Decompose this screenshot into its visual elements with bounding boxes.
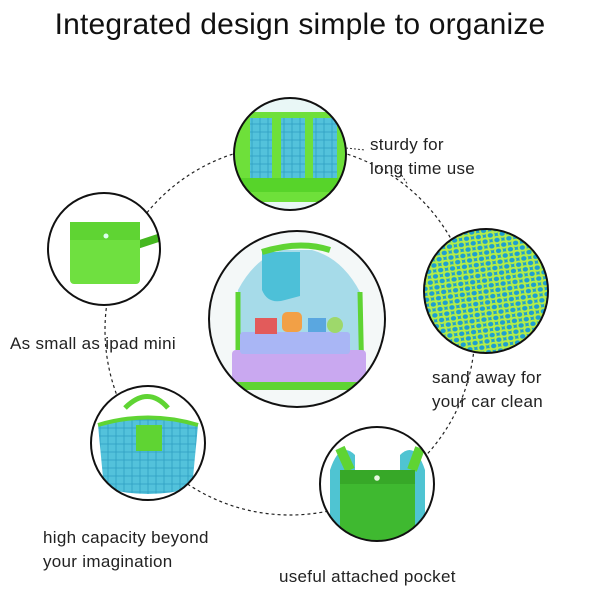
label-pocket: useful attached pocket (279, 567, 456, 586)
mesh-closeup-image (424, 229, 548, 353)
attached-pocket-image (320, 427, 434, 541)
page-title: Integrated design simple to organize (54, 8, 546, 41)
sturdy-frame-image (234, 98, 346, 210)
label-small: As small as ipad mini (10, 334, 176, 353)
folded-pouch-image (48, 193, 160, 305)
label-sand: sand away for your car clean (432, 368, 543, 411)
label-sturdy: sturdy for long time use (370, 135, 476, 178)
label-capacity: high capacity beyond your imagination (43, 528, 209, 571)
large-capacity-bag-image (91, 386, 205, 500)
leader-line-sturdy (345, 147, 409, 186)
bag-with-toys-image (209, 231, 385, 407)
